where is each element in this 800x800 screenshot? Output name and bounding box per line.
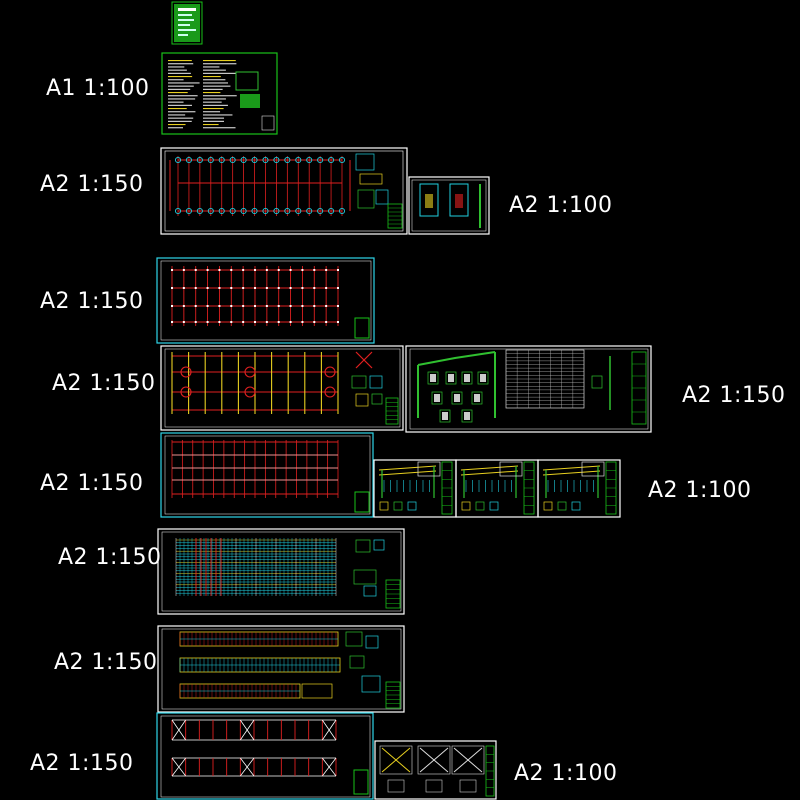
bracing-layout-sheet[interactable] <box>156 712 374 800</box>
scale-label-anchor-plan: A2 1:150 <box>40 289 144 314</box>
scale-label-column-plan: A2 1:150 <box>52 371 156 396</box>
scale-label-foundation-detail: A2 1:100 <box>509 193 613 218</box>
frame-elevation-sheet[interactable] <box>405 345 652 433</box>
cover-sheet[interactable] <box>171 1 203 45</box>
scale-label-frame-details: A2 1:100 <box>648 478 752 503</box>
rigid-frame-detail-sheet-1[interactable] <box>373 459 457 518</box>
anchor-bolt-plan-sheet[interactable] <box>156 257 375 344</box>
wall-purlin-plan-sheet[interactable] <box>157 528 405 615</box>
scale-label-frame-elevation: A2 1:150 <box>682 383 786 408</box>
foundation-detail-sheet[interactable] <box>408 176 490 235</box>
scale-label-wall-elevation: A2 1:150 <box>54 650 158 675</box>
scale-label-foundation-plan: A2 1:150 <box>40 172 144 197</box>
scale-label-bracing-detail: A2 1:100 <box>514 761 618 786</box>
scale-label-a1-notes: A1 1:100 <box>46 76 150 101</box>
scale-label-roof-plan: A2 1:150 <box>40 471 144 496</box>
bracing-detail-sheet[interactable] <box>374 740 497 800</box>
scale-label-wall-purlin: A2 1:150 <box>58 545 162 570</box>
rigid-frame-detail-sheet-3[interactable] <box>537 459 621 518</box>
roof-purlin-plan-sheet[interactable] <box>160 432 374 518</box>
scale-label-bracing: A2 1:150 <box>30 751 134 776</box>
column-layout-plan-sheet[interactable] <box>160 345 404 431</box>
general-notes-sheet[interactable] <box>161 52 278 135</box>
foundation-plan-sheet[interactable] <box>160 147 408 235</box>
wall-elevation-sheet[interactable] <box>157 625 405 713</box>
